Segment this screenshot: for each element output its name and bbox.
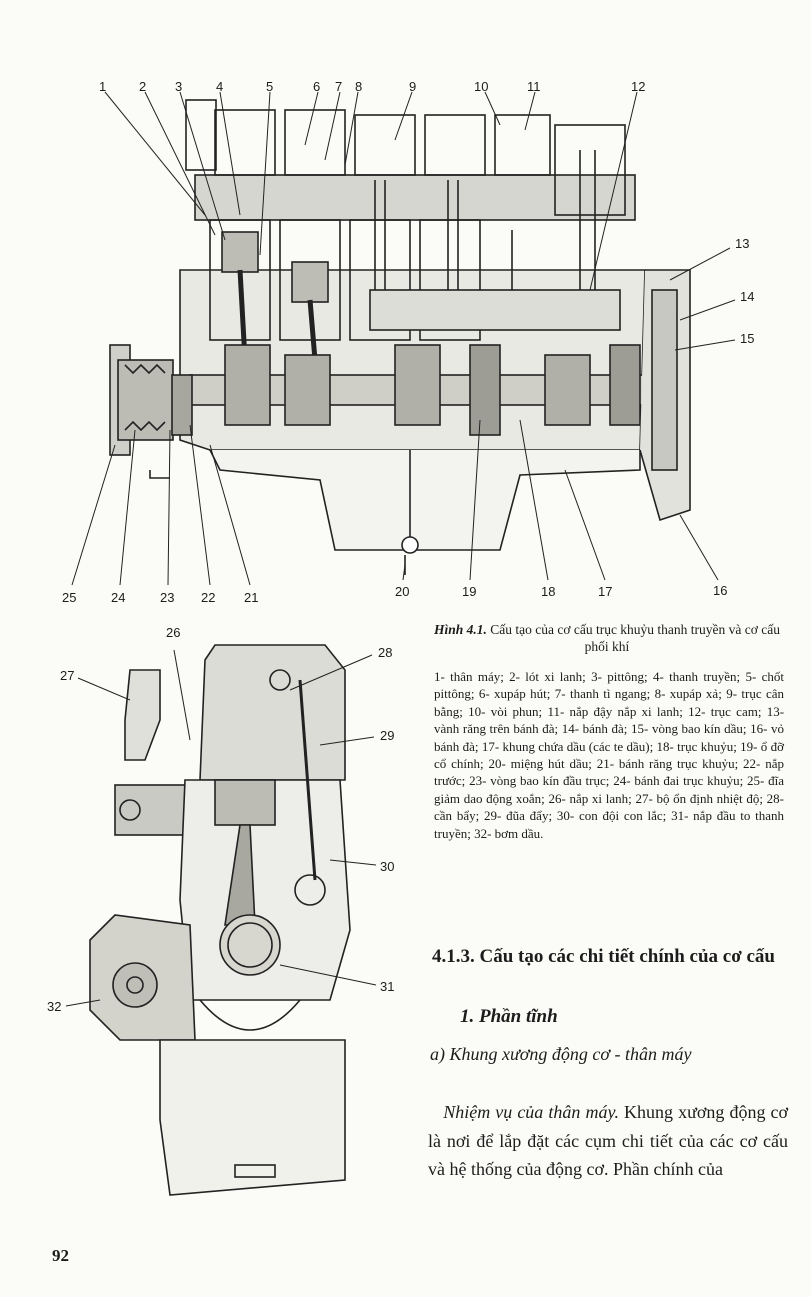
figure-legend: 1- thân máy; 2- lót xi lanh; 3- pittông;… [434,668,784,842]
figure-label-16: 16 [713,583,728,598]
legend-item: 10- vòi phun; [468,703,543,719]
caption-text: Cấu tạo của cơ cấu trục khuỷu thanh truy… [490,622,781,654]
figure-label-2: 2 [139,79,147,94]
legend-item: 27- bộ ổn định nhiệt độ; [635,790,763,806]
figure-label-14: 14 [740,289,755,304]
legend-item: 6- xupáp hút; [478,686,551,702]
legend-item: 21- bánh răng trục khuỷu; [596,756,739,772]
legend-item: 26- nắp xi lanh; [548,790,632,806]
legend-item: 5- chốt pittông; [434,669,784,702]
legend-item: 20- miệng hút dầu; [488,756,592,772]
legend-item: 24- bánh đai trục khuỷu; [613,773,744,789]
paragraph-text: Khung xương động cơ là nơi để lắp đặt cá… [428,1102,789,1179]
legend-item: 17- khung chứa dầu (các te dầu); [481,738,654,754]
figure-label-27: 27 [60,668,75,683]
figure-label-32: 32 [47,999,62,1014]
legend-item: 22- nắp trước; [434,756,785,789]
figure-label-24: 24 [111,590,126,605]
legend-item: 2- lót xi lanh; [509,669,586,684]
part-heading: 1. Phần tĩnh [460,1006,558,1027]
figure-label-3: 3 [175,79,183,94]
page-number: 92 [52,1246,69,1265]
figure-label-9: 9 [409,79,417,94]
figure-caption: Hình 4.1. Cấu tạo của cơ cấu trục khuỷu … [432,621,782,655]
figure-label-5: 5 [266,79,274,94]
figure-label-22: 22 [201,590,216,605]
figure-label-25: 25 [62,590,77,605]
legend-item: 19- ổ đỡ cổ chính; [434,738,785,772]
legend-item: 13- vành răng trên bánh đà; [434,703,785,737]
legend-item: 32- bơm dầu. [474,825,544,841]
legend-item: 25- đĩa giảm dao động xoắn; [434,773,785,806]
section-heading: 4.1.3. Cấu tạo các chi tiết chính của cơ… [432,946,775,967]
body-paragraph: Nhiệm vụ của thân máy. Khung xương động … [428,1098,788,1184]
legend-item: 3- pittông; [591,669,648,684]
figure-label-26: 26 [166,625,181,640]
figure-label-20: 20 [395,584,410,599]
legend-item: 14- bánh đà; [561,721,628,737]
legend-item: 18- trục khuỷu; [656,738,737,754]
figure-label-17: 17 [598,584,613,599]
figure-label-31: 31 [380,979,395,994]
legend-item: 9- trục cân bằng; [434,686,785,719]
figure-label-21: 21 [244,590,259,605]
figure-label-15: 15 [740,331,755,346]
subpart-heading: a) Khung xương động cơ - thân máy [430,1044,692,1064]
legend-item: 16- vỏ bánh đà; [434,721,785,754]
legend-item: 12- trục cam; [688,703,762,719]
figure-label-7: 7 [335,79,343,94]
figure-label-1: 1 [99,79,107,94]
legend-item: 1- thân máy; [434,669,504,684]
paragraph-lead: Nhiệm vụ của thân máy. [443,1102,619,1122]
legend-item: 28- cần bẩy; [434,790,785,824]
caption-number: Hình 4.1. [433,622,487,637]
figure-label-4: 4 [216,79,224,94]
legend-item: 7- thanh tì ngang; [554,686,651,702]
legend-item: 23- vòng bao kín đầu trục; [469,773,610,789]
figure-label-8: 8 [355,79,363,94]
legend-item: 11- nắp đậy nắp xi lanh; [547,703,683,719]
legend-item: 30- con đội con lắc; [556,808,667,824]
legend-item: 29- đũa đẩy; [484,808,553,824]
figure-label-6: 6 [313,79,321,94]
figure-label-13: 13 [735,236,750,251]
legend-item: 8- xupáp xả; [654,686,722,702]
figure-label-28: 28 [378,645,393,660]
legend-item: 4- thanh truyền; [652,669,741,684]
figure-label-10: 10 [474,79,489,94]
figure-label-11: 11 [527,79,541,94]
legend-item: 15- vòng bao kín dầu; [631,721,747,737]
legend-item: 31- nắp đầu to thanh truyền; [434,808,785,841]
figure-label-12: 12 [631,79,646,94]
figure-label-19: 19 [462,584,477,599]
figure-label-23: 23 [160,590,175,605]
figure-label-29: 29 [380,728,395,743]
figure-label-30: 30 [380,859,395,874]
figure-label-18: 18 [541,584,556,599]
